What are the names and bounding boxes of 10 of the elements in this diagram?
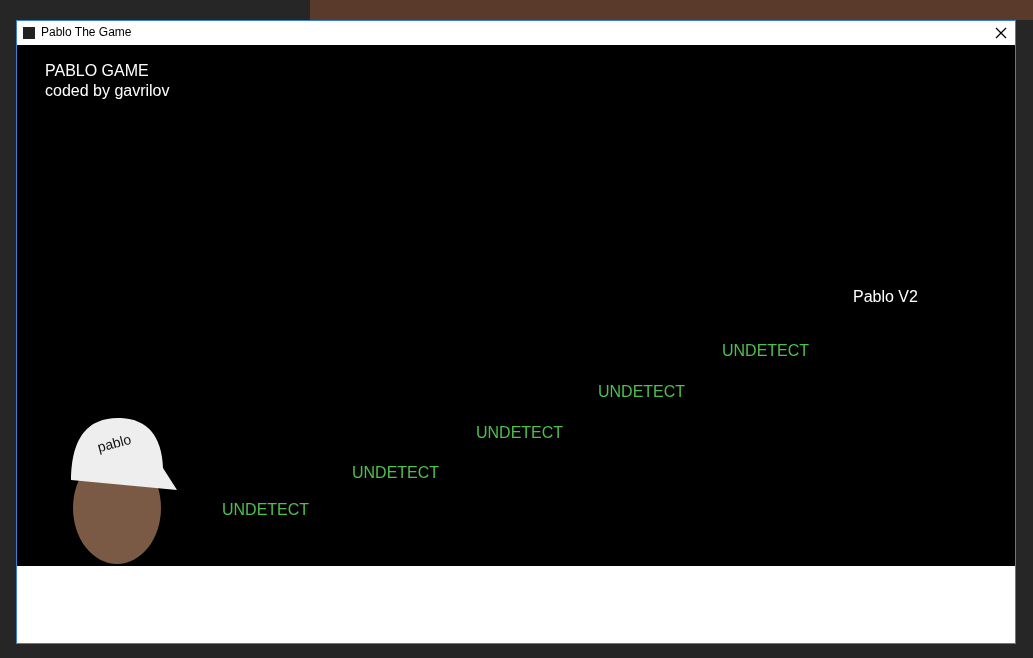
cap-text: pablo <box>95 430 133 456</box>
status-text: UNDETECT <box>352 464 440 482</box>
game-heading: PABLO GAME <box>45 62 149 80</box>
status-text: UNDETECT <box>222 501 310 519</box>
credit-text: coded by gavrilov <box>45 82 170 100</box>
version-label: Pablo V2 <box>853 288 918 306</box>
status-text: UNDETECT <box>476 424 564 442</box>
status-text: UNDETECT <box>722 342 810 360</box>
status-text: UNDETECT <box>598 383 686 401</box>
window-title: Pablo The Game <box>41 25 132 39</box>
